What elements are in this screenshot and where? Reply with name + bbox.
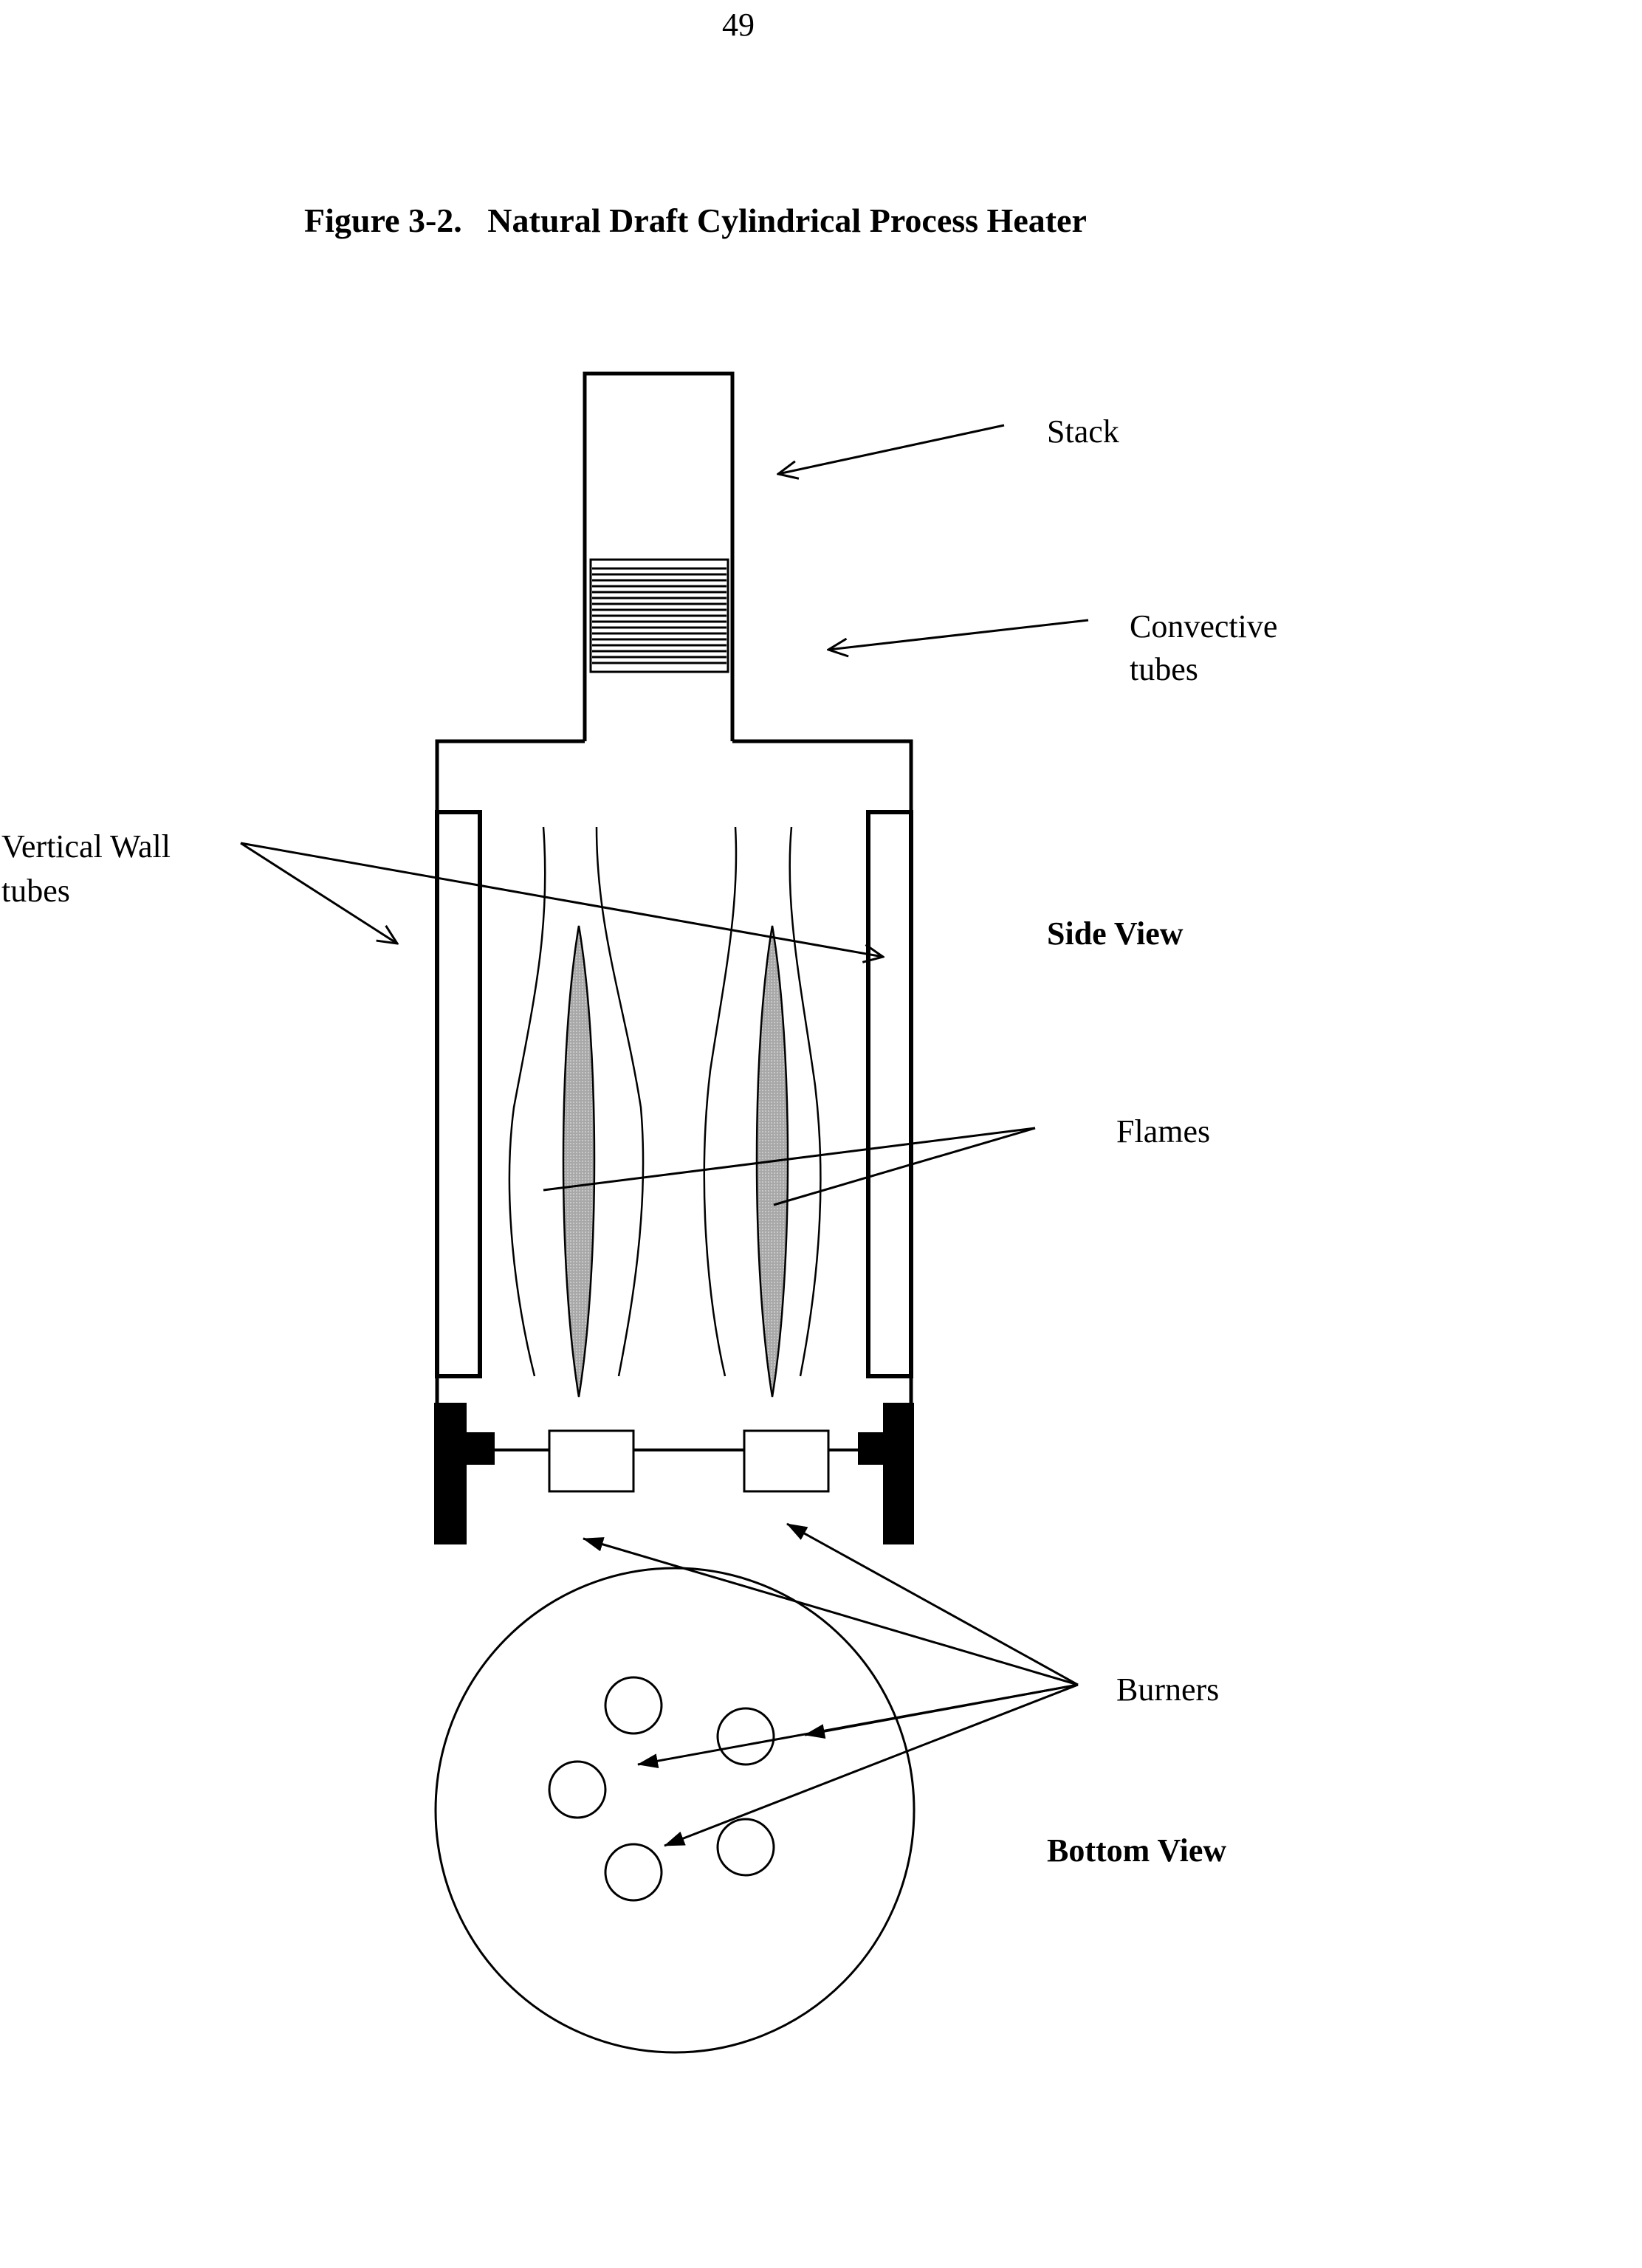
vertical-wall-tubes-label-line1: Vertical Wall xyxy=(1,828,171,865)
stack-label: Stack xyxy=(1047,413,1119,450)
figure-title: Figure 3-2. Natural Draft Cylindrical Pr… xyxy=(304,202,1087,239)
stack xyxy=(583,371,735,741)
flames-label: Flames xyxy=(1116,1113,1211,1150)
vertical-wall-tubes-label-line2: tubes xyxy=(1,873,70,909)
flow-lines xyxy=(508,826,822,1377)
radiant-box xyxy=(435,739,913,1403)
left-wall-tube xyxy=(435,810,482,1378)
right-wall-tube xyxy=(866,810,913,1378)
burner-floor xyxy=(493,1429,861,1493)
convective-tubes-label-line2: tubes xyxy=(1130,651,1198,687)
side-view-label: Side View xyxy=(1047,915,1184,952)
leader-lines xyxy=(240,424,1089,1847)
page-number: 49 xyxy=(722,7,755,43)
bottom-view-circle xyxy=(434,1567,916,2054)
burners-label: Burners xyxy=(1116,1671,1220,1708)
heater-supports xyxy=(434,1403,914,1544)
bottom-view-burners xyxy=(548,1676,775,1902)
bottom-view-label: Bottom View xyxy=(1047,1832,1227,1869)
convective-tubes-label-line1: Convective xyxy=(1130,608,1278,645)
convective-tubes xyxy=(589,558,729,673)
flame-left xyxy=(562,925,596,1398)
